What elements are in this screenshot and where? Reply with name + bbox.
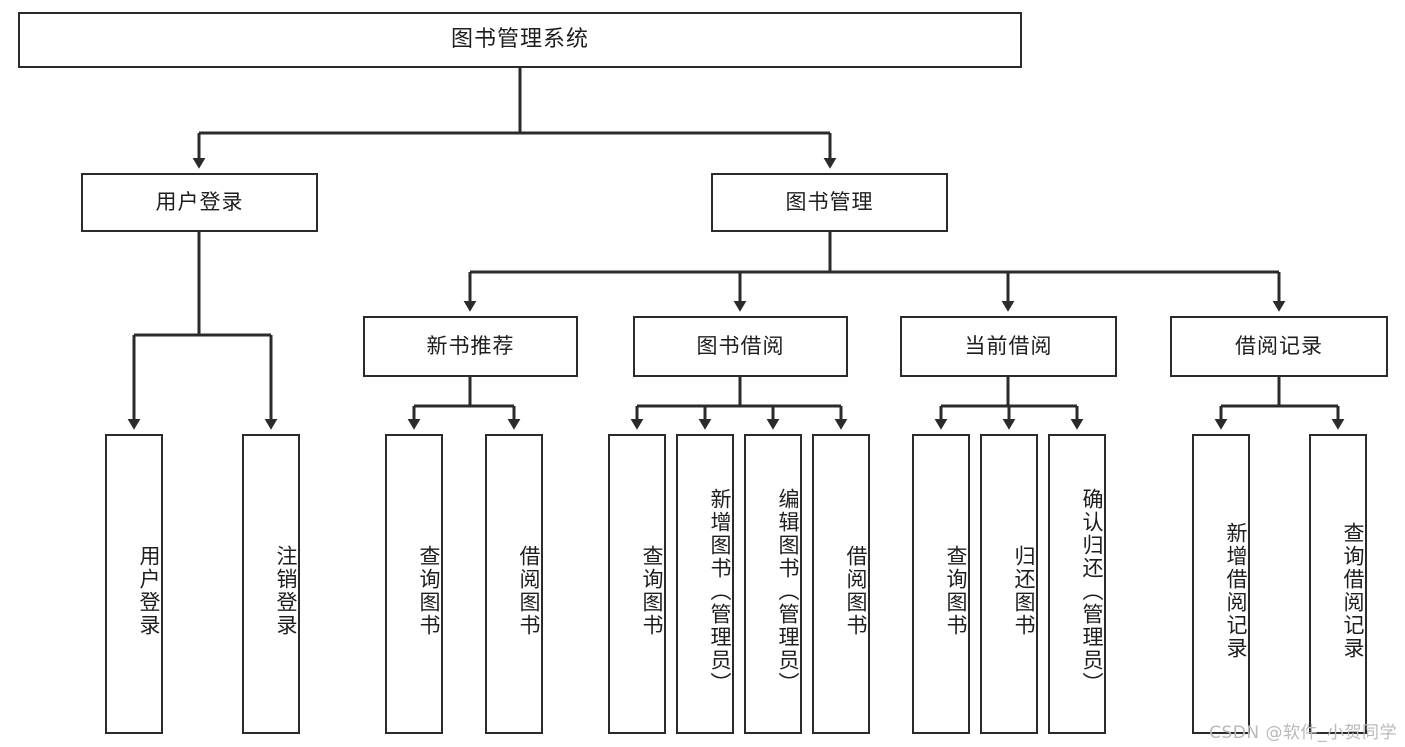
node-leaf-add-record-label: 新增借阅记录 xyxy=(1224,522,1248,660)
node-book-borrow-label: 图书借阅 xyxy=(696,333,785,358)
node-leaf-edit-book-label: 编辑图书（管理员） xyxy=(776,487,800,695)
node-leaf-logout[interactable]: 注销登录 xyxy=(242,434,300,734)
node-leaf-add-book-label: 新增图书（管理员） xyxy=(708,487,732,695)
node-borrow-record[interactable]: 借阅记录 xyxy=(1170,316,1388,377)
node-leaf-add-book[interactable]: 新增图书（管理员） xyxy=(676,434,734,734)
node-leaf-borrow-book-1[interactable]: 借阅图书 xyxy=(485,434,543,734)
node-leaf-borrow-book-2[interactable]: 借阅图书 xyxy=(812,434,870,734)
watermark: CSDN @软件_小贺同学 xyxy=(1209,723,1397,743)
node-leaf-add-record[interactable]: 新增借阅记录 xyxy=(1192,434,1250,734)
node-leaf-user-login-label: 用户登录 xyxy=(137,545,161,637)
node-leaf-user-login[interactable]: 用户登录 xyxy=(105,434,163,734)
node-user-login[interactable]: 用户登录 xyxy=(81,173,318,232)
node-leaf-return-book-label: 归还图书 xyxy=(1012,545,1036,637)
node-leaf-query-book-2-label: 查询图书 xyxy=(640,545,664,637)
node-leaf-query-book-3-label: 查询图书 xyxy=(944,545,968,637)
node-borrow-record-label: 借阅记录 xyxy=(1235,333,1323,358)
node-leaf-query-record[interactable]: 查询借阅记录 xyxy=(1309,434,1367,734)
node-leaf-borrow-book-1-label: 借阅图书 xyxy=(517,545,541,637)
node-root[interactable]: 图书管理系统 xyxy=(18,12,1022,68)
node-leaf-confirm-return[interactable]: 确认归还（管理员） xyxy=(1048,434,1106,734)
node-leaf-logout-label: 注销登录 xyxy=(274,545,298,637)
node-leaf-return-book[interactable]: 归还图书 xyxy=(980,434,1038,734)
node-leaf-borrow-book-2-label: 借阅图书 xyxy=(844,545,868,637)
node-leaf-query-book-3[interactable]: 查询图书 xyxy=(912,434,970,734)
node-book-manage[interactable]: 图书管理 xyxy=(711,173,948,232)
node-leaf-confirm-return-label: 确认归还（管理员） xyxy=(1080,487,1104,695)
node-new-book-rec-label: 新书推荐 xyxy=(426,333,515,358)
node-user-login-label: 用户登录 xyxy=(155,189,244,214)
node-leaf-edit-book[interactable]: 编辑图书（管理员） xyxy=(744,434,802,734)
node-leaf-query-book-1-label: 查询图书 xyxy=(417,545,441,637)
node-current-borrow-label: 当前借阅 xyxy=(964,333,1053,358)
node-new-book-rec[interactable]: 新书推荐 xyxy=(363,316,578,377)
node-leaf-query-book-1[interactable]: 查询图书 xyxy=(385,434,443,734)
node-root-label: 图书管理系统 xyxy=(450,26,589,52)
node-leaf-query-book-2[interactable]: 查询图书 xyxy=(608,434,666,734)
node-book-manage-label: 图书管理 xyxy=(785,189,874,214)
node-book-borrow[interactable]: 图书借阅 xyxy=(633,316,848,377)
node-leaf-query-record-label: 查询借阅记录 xyxy=(1341,522,1365,660)
node-current-borrow[interactable]: 当前借阅 xyxy=(900,316,1117,377)
